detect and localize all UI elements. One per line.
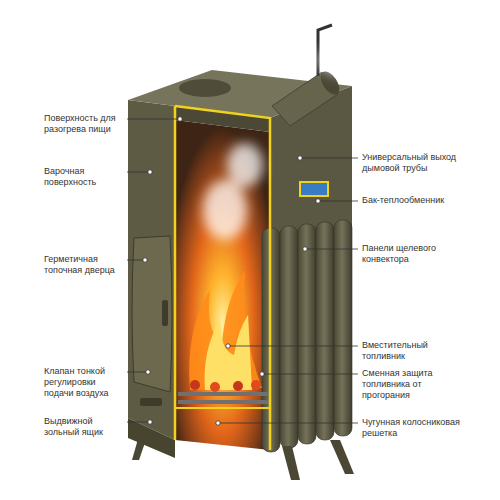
cut-edge: [175, 407, 270, 409]
hob-ring: [179, 79, 231, 97]
part-label: Герметичная топочная дверца: [44, 254, 124, 276]
part-label: Сменная защита топливника от прогорания: [362, 368, 436, 401]
leader-lines: [127, 119, 358, 423]
part-label: Универсальный выход дымовой трубы: [362, 152, 474, 174]
part-label: Панели щелевого конвектора: [362, 243, 442, 265]
part-label: Варочная поверхность: [44, 166, 124, 188]
part-label: Бак-теплообменник: [362, 195, 444, 206]
flames: [189, 270, 262, 392]
lid-cut: [175, 106, 270, 132]
part-label: Чугунная колосниковая решетка: [362, 417, 486, 439]
cut-edge: [174, 106, 177, 440]
air-valve: [140, 398, 162, 406]
door-handle: [162, 300, 168, 326]
ash-drawer: [128, 418, 175, 458]
fire-door: [132, 236, 172, 392]
front-panel: [128, 100, 175, 440]
part-label: Клапан тонкой регулировки подачи воздуха: [44, 366, 124, 399]
leader-dots: [143, 117, 320, 425]
part-label: Вместительный топливник: [362, 340, 438, 362]
cut-edge: [175, 106, 270, 450]
grate: [178, 392, 268, 404]
convector-ribs: [262, 220, 352, 452]
part-label: Поверхность для разогрева пищи: [44, 113, 124, 135]
firebox: [175, 120, 270, 450]
smoke: [203, 21, 391, 240]
part-label: Выдвижной зольный ящик: [44, 416, 124, 438]
heat-tank: [300, 182, 328, 196]
